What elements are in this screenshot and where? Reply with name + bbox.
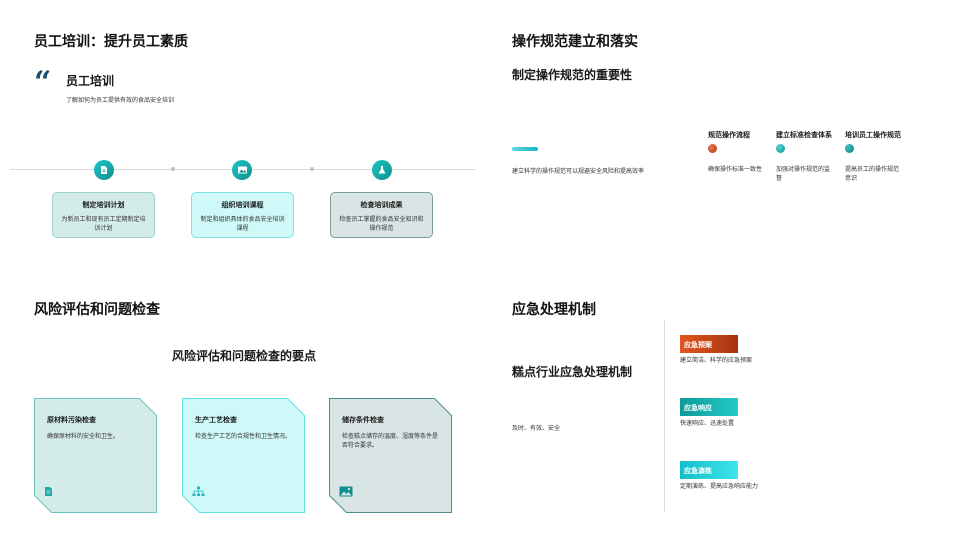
card-heading: 生产工艺检查: [195, 416, 237, 424]
risk-card-storage: 储存条件检查 检查糕点储存的温度、湿度等条件是否符合要求。: [329, 398, 452, 513]
step-dot: [845, 144, 854, 153]
card-heading: 制定培训计划: [82, 201, 125, 209]
training-course-card: 组织培训课程 制定和组织具体的食品安全培训课程: [191, 192, 294, 238]
slide-title: 应急处理机制: [512, 302, 596, 318]
emergency-response-label: 应急响应: [680, 398, 738, 416]
section-subtitle: 员工培训: [66, 74, 115, 88]
card-text: 检查糕点储存的温度、湿度等条件是否符合要求。: [342, 433, 439, 449]
section-description: 了解如何为员工提供有效的食品安全培训: [66, 97, 175, 104]
emergency-plan-text: 建立简洁、科学的应急预案: [680, 357, 753, 364]
slide-employee-training: 员工培训：提升员工素质 “ 员工培训 了解如何为员工提供有效的食品安全培训 制定…: [0, 0, 480, 274]
image-icon: [339, 482, 353, 501]
section-subtitle: 制定操作规范的重要性: [512, 68, 633, 82]
step-heading: 建立标准检查体系: [776, 131, 832, 139]
slide-title: 风险评估和问题检查: [34, 302, 160, 318]
slide-risk-assessment: 风险评估和问题检查 风险评估和问题检查的要点 原材料污染检查 确保原材料的安全和…: [0, 274, 480, 548]
slide-emergency-handling: 应急处理机制 糕点行业应急处理机制 及时、有效、安全 应急预案 建立简洁、科学的…: [480, 274, 960, 548]
slide-title: 员工培训：提升员工素质: [34, 34, 188, 50]
card-text: 制定和组织具体的食品安全培训课程: [200, 216, 285, 232]
step-heading: 规范操作流程: [708, 131, 750, 139]
section-subtitle: 糕点行业应急处理机制: [512, 365, 633, 379]
section-description: 及时、有效、安全: [512, 425, 561, 432]
section-description: 建立科学的操作规范可以规避安全风险和提高效率: [512, 168, 645, 175]
hierarchy-icon: [192, 482, 205, 501]
emergency-drill-text: 定期演练、提高应急响应能力: [680, 483, 759, 490]
step-text: 确保操作标准一致性: [708, 166, 763, 173]
timeline-dot: [310, 167, 314, 171]
quote-icon: “: [34, 65, 52, 100]
flask-icon: [372, 160, 392, 180]
risk-card-production: 生产工艺检查 检查生产工艺的合规性和卫生情况。: [182, 398, 305, 513]
document-icon: [94, 160, 114, 180]
timeline-dot: [171, 167, 175, 171]
card-text: 为新员工和现有员工定期制定培训计划: [61, 216, 146, 232]
card-heading: 检查培训成果: [360, 201, 403, 209]
document-icon: [44, 482, 53, 501]
card-text: 检查生产工艺的合规性和卫生情况。: [195, 433, 292, 440]
card-text: 检查员工掌握的食品安全知识和操作规范: [339, 216, 424, 232]
step-text: 加强对操作规范的监督: [776, 166, 831, 182]
accent-bar: [512, 147, 538, 151]
risk-card-raw-material: 原材料污染检查 确保原材料的安全和卫生。: [34, 398, 157, 513]
card-text: 确保原材料的安全和卫生。: [47, 433, 120, 440]
emergency-drill-label: 应急演练: [680, 461, 738, 479]
card-heading: 组织培训课程: [221, 201, 264, 209]
step-text: 提高员工的操作规范意识: [845, 166, 900, 182]
slide-title: 操作规范建立和落实: [512, 34, 638, 50]
training-plan-card: 制定培训计划 为新员工和现有员工定期制定培训计划: [52, 192, 155, 238]
emergency-response-text: 快速响应、迅速处置: [680, 420, 735, 427]
step-dot: [776, 144, 785, 153]
training-result-card: 检查培训成果 检查员工掌握的食品安全知识和操作规范: [330, 192, 433, 238]
image-icon: [232, 160, 252, 180]
card-heading: 储存条件检查: [342, 416, 384, 424]
emergency-plan-label: 应急预案: [680, 335, 738, 353]
section-subtitle: 风险评估和问题检查的要点: [172, 349, 317, 363]
card-heading: 原材料污染检查: [47, 416, 96, 424]
slide-operation-standards: 操作规范建立和落实 制定操作规范的重要性 建立科学的操作规范可以规避安全风险和提…: [480, 0, 960, 274]
divider: [664, 320, 665, 512]
step-heading: 培训员工操作规范: [845, 131, 901, 139]
step-dot: [708, 144, 717, 153]
